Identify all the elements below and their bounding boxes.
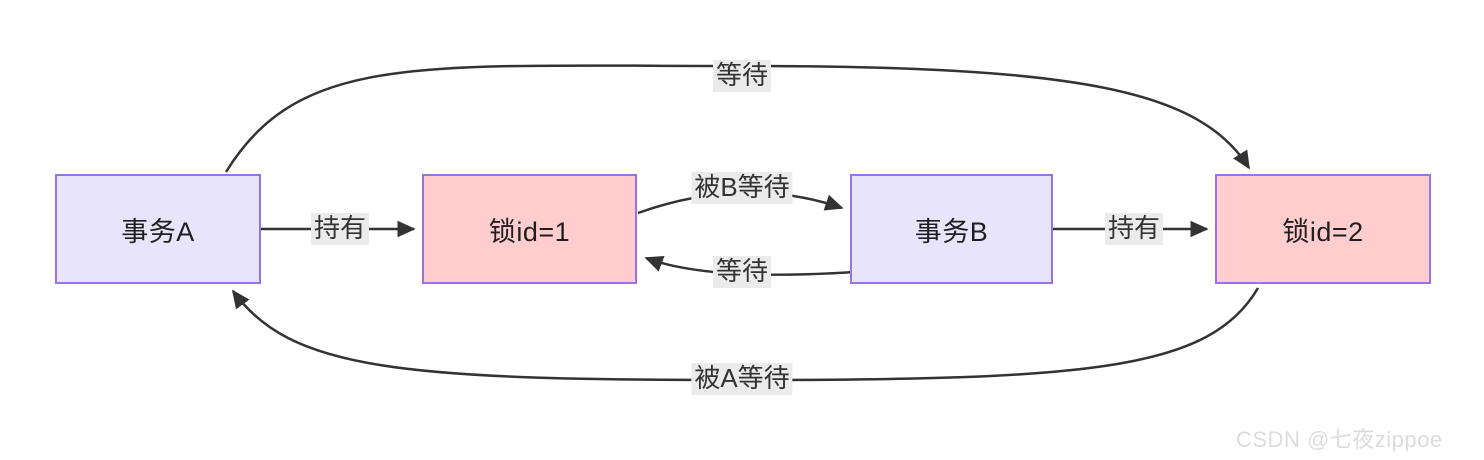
node-transaction-b-label: 事务B (914, 216, 989, 247)
node-lock-2[interactable]: 锁id=2 (1215, 174, 1431, 284)
node-transaction-a[interactable]: 事务A (55, 174, 261, 284)
edge-label-b-waits-lock1: 等待 (712, 256, 772, 288)
edge-label-lock1-to-b: 被B等待 (691, 172, 793, 204)
node-lock-1-label: 锁id=1 (488, 216, 571, 247)
node-lock-1[interactable]: 锁id=1 (422, 174, 637, 284)
csdn-watermark: CSDN @七夜zippoe (1236, 427, 1443, 452)
edge-label-a-holds-lock1: 持有 (310, 213, 370, 245)
edge-label-a-waits-lock2: 等待 (712, 60, 772, 92)
edge-label-b-holds-lock2: 持有 (1104, 213, 1164, 245)
node-lock-2-label: 锁id=2 (1282, 216, 1364, 247)
node-transaction-b[interactable]: 事务B (850, 174, 1053, 284)
edge-label-lock2-to-a: 被A等待 (691, 363, 793, 395)
node-transaction-a-label: 事务A (121, 216, 195, 247)
